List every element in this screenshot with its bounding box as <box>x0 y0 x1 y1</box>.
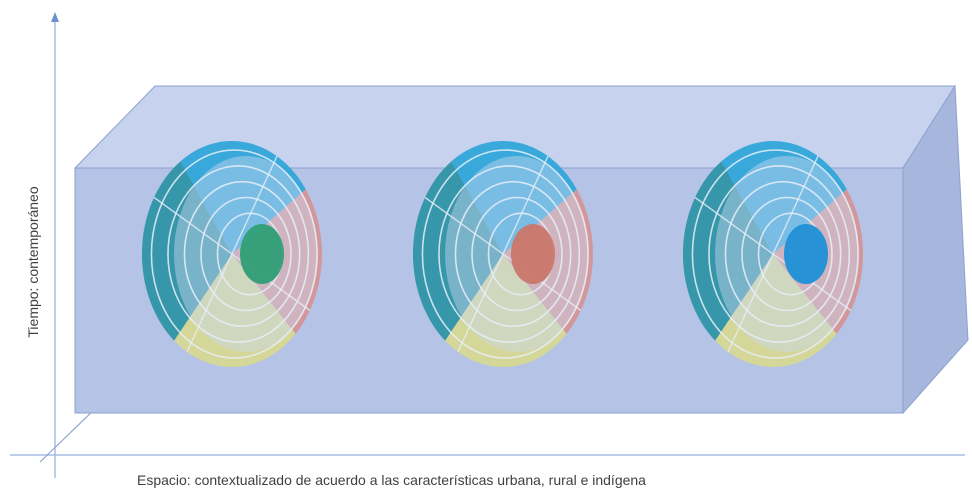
center-dot <box>511 224 555 284</box>
segment-left <box>412 161 503 341</box>
radial-line-2 <box>727 155 819 353</box>
ring-4 <box>471 196 563 312</box>
ring-1 <box>150 149 318 359</box>
segment-bottom <box>445 254 567 368</box>
ring-3 <box>724 180 842 328</box>
ring-3 <box>183 180 301 328</box>
segment-left <box>682 161 773 341</box>
x-axis-label: Espacio: contextualizado de acuerdo a la… <box>137 472 646 488</box>
segment-bottom <box>174 254 296 368</box>
ring-2 <box>708 165 851 343</box>
circle-left <box>141 141 322 368</box>
center-dot <box>240 224 284 284</box>
ring-1 <box>421 149 589 359</box>
radial-line-2 <box>457 155 549 353</box>
segment-bottom <box>715 254 837 368</box>
circle-right <box>682 141 863 368</box>
y-axis-arrowhead <box>51 12 59 22</box>
ring-1 <box>691 149 859 359</box>
radial-line-2 <box>186 155 278 353</box>
ring-4 <box>200 196 292 312</box>
circle-middle <box>412 141 593 368</box>
ring-3 <box>454 180 572 328</box>
ring-4 <box>741 196 833 312</box>
circles-layer <box>141 141 863 368</box>
center-dot <box>784 224 828 284</box>
segment-left <box>141 161 232 341</box>
ring-2 <box>438 165 581 343</box>
y-axis-label: Tiempo: contemporáneo <box>25 186 41 337</box>
ring-2 <box>167 165 310 343</box>
